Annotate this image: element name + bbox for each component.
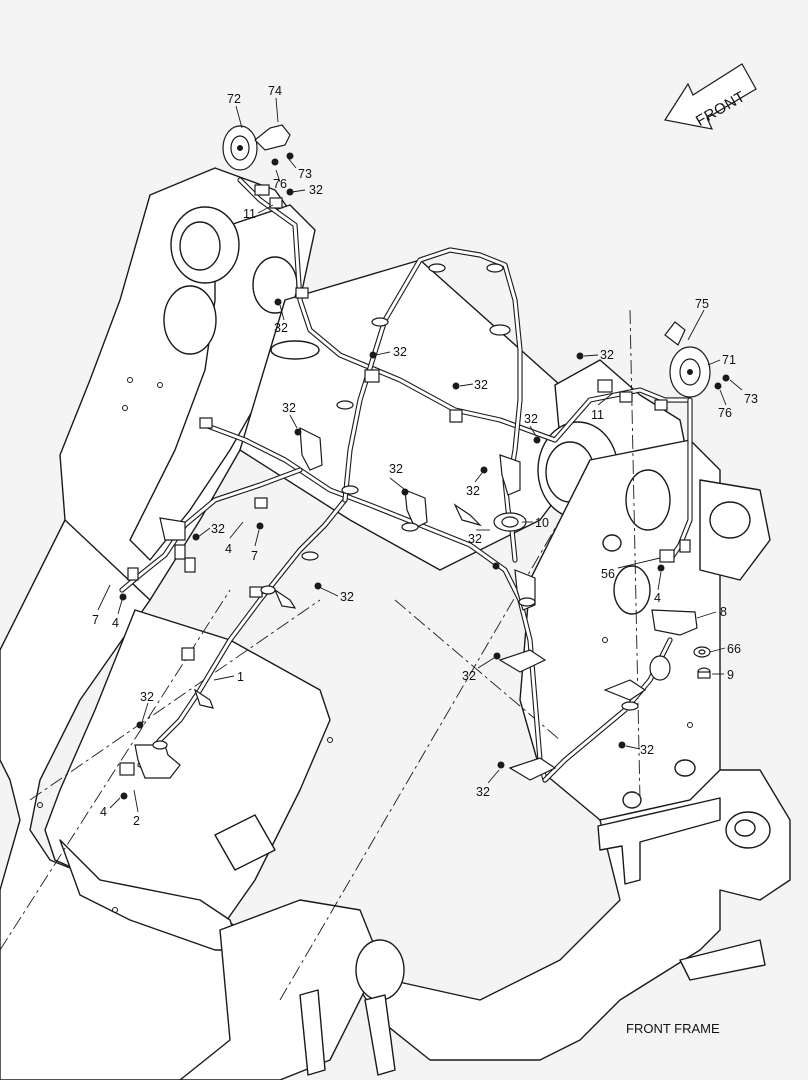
washer-66 [693, 646, 711, 658]
boss [602, 534, 622, 552]
callout-32: 32 [466, 484, 480, 498]
bottom-lug-right [364, 994, 396, 1076]
leader-lines [97, 97, 743, 813]
callout-7: 7 [251, 549, 258, 563]
hole [327, 737, 333, 743]
centerline-d [29, 599, 321, 801]
callout-32: 32 [393, 345, 407, 359]
callout-76: 76 [273, 177, 287, 191]
boss [674, 759, 696, 777]
hole [122, 405, 128, 411]
right-rear-foot [679, 939, 766, 981]
lower-front-section [179, 899, 381, 1080]
callout-4: 4 [112, 616, 119, 630]
small-block [181, 647, 195, 661]
callout-32: 32 [476, 785, 490, 799]
hole [37, 802, 43, 808]
grommet-10 [493, 512, 527, 532]
brackets [134, 426, 647, 781]
callout-73: 73 [298, 167, 312, 181]
callout-1: 1 [237, 670, 244, 684]
callout-76: 76 [718, 406, 732, 420]
callout-4: 4 [654, 591, 661, 605]
callout-32: 32 [524, 412, 538, 426]
front-frame-structure [0, 167, 791, 1080]
callout-32: 32 [309, 183, 323, 197]
centerline-c [394, 599, 561, 741]
callout-32: 32 [211, 522, 225, 536]
callout-32: 32 [468, 532, 482, 546]
connectors [119, 184, 691, 776]
callout-32: 32 [462, 669, 476, 683]
right-lower-structure [359, 769, 791, 1061]
ties [152, 263, 639, 750]
callout-56: 56 [601, 567, 615, 581]
left-pivot-bore-lower [163, 285, 217, 355]
bracket-8 [649, 609, 698, 681]
lower-front-bore [355, 939, 405, 1001]
callout-32: 32 [340, 590, 354, 604]
callout-74: 74 [268, 84, 282, 98]
right-plate-bore-1 [625, 469, 671, 531]
callout-9: 9 [727, 668, 734, 682]
right-plate-bore-2 [613, 565, 651, 615]
callout-10: 10 [535, 516, 549, 530]
cross-member-slot [270, 340, 320, 360]
centerline-b [279, 519, 561, 1001]
callout-4: 4 [225, 542, 232, 556]
hole [687, 722, 693, 728]
horn-left [222, 124, 291, 171]
callout-8: 8 [720, 605, 727, 619]
callout-73: 73 [744, 392, 758, 406]
lower-bracket [214, 814, 276, 871]
callout-32: 32 [474, 378, 488, 392]
diagram-caption: FRONT FRAME [626, 1021, 720, 1036]
callout-72: 72 [227, 92, 241, 106]
callout-32: 32 [640, 743, 654, 757]
bottom-lug-left [299, 989, 326, 1076]
callout-4: 4 [100, 805, 107, 819]
bolts [119, 152, 730, 800]
callout-32: 32 [389, 462, 403, 476]
callouts: 72 74 73 76 32 11 32 32 75 71 76 73 32 3… [92, 84, 758, 828]
callout-11: 11 [243, 207, 256, 221]
left-pivot-bore-upper-inner [179, 221, 221, 271]
right-step-bracket [597, 797, 721, 885]
hole [112, 907, 118, 913]
front-direction-arrow: FRONT [664, 63, 757, 130]
callout-32: 32 [600, 348, 614, 362]
callout-66: 66 [727, 642, 741, 656]
horn-right [664, 321, 711, 398]
hole [602, 637, 608, 643]
right-rear-boss-inner [734, 819, 756, 837]
front-arrow-icon [664, 63, 757, 130]
boss [622, 791, 642, 809]
hole [127, 377, 133, 383]
callout-11: 11 [591, 408, 604, 422]
callout-75: 75 [695, 297, 709, 311]
bolt-9 [697, 667, 711, 679]
callout-71: 71 [722, 353, 736, 367]
hole [157, 382, 163, 388]
right-plate-hub-bore [709, 501, 751, 539]
callout-32: 32 [274, 321, 288, 335]
callout-7: 7 [92, 613, 99, 627]
callout-32: 32 [282, 401, 296, 415]
callout-2: 2 [133, 814, 140, 828]
callout-32: 32 [140, 690, 154, 704]
